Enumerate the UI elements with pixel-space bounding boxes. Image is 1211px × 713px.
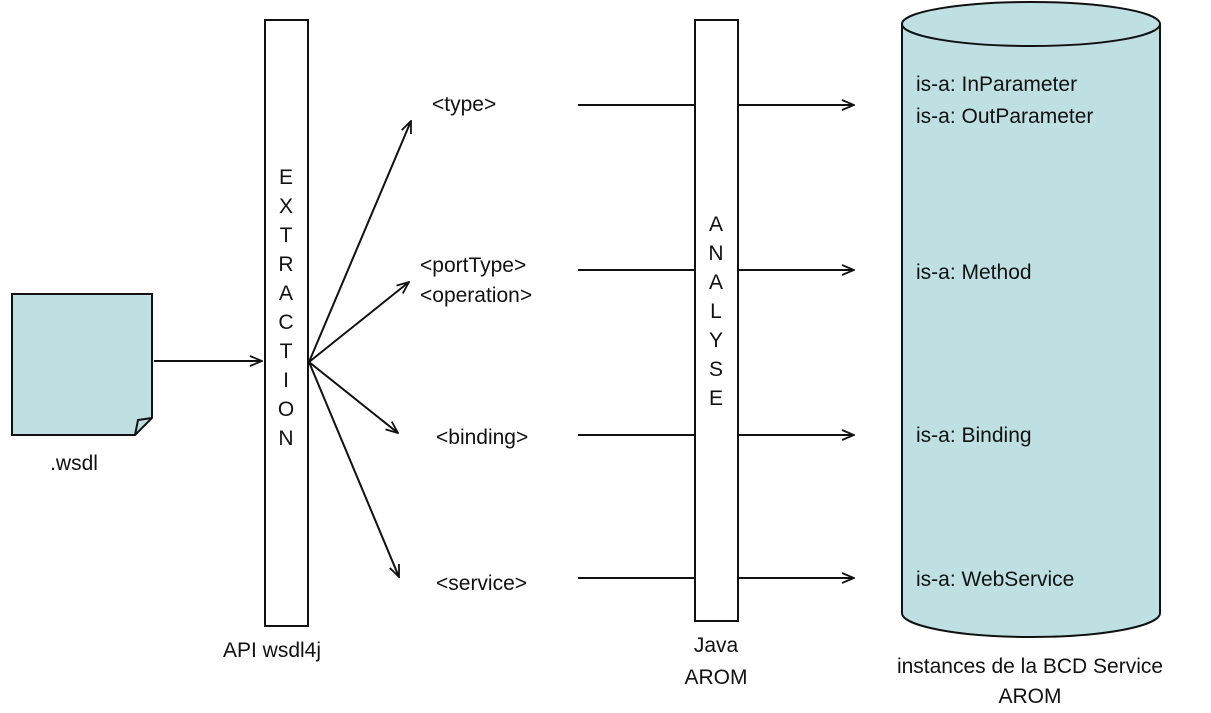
analyse-caption-line2: AROM — [684, 666, 748, 689]
element-type-label: <type> — [432, 93, 497, 116]
arrow-to-service — [308, 361, 400, 577]
analyse-letter: A — [708, 271, 724, 294]
entry-web-service: is-a: WebService — [916, 568, 1075, 591]
analyse-bar — [694, 19, 739, 622]
wsdl-document-shape — [11, 293, 153, 436]
extraction-letter: T — [279, 340, 293, 363]
extraction-bar — [264, 19, 309, 627]
analyse-letter: N — [708, 242, 724, 265]
database-entry-group-params: is-a: InParameter is-a: OutParameter — [916, 69, 1093, 133]
database-cylinder-body — [901, 24, 1161, 638]
element-binding-label: <binding> — [436, 426, 529, 449]
wsdl-document-fold — [134, 417, 153, 436]
extraction-letter: I — [283, 369, 289, 392]
element-operation-label: <operation> — [420, 284, 533, 307]
analyse-letter: A — [708, 213, 724, 236]
entry-in-parameter: is-a: InParameter — [916, 73, 1078, 96]
database-caption-line2: AROM — [998, 685, 1062, 708]
analyse-caption-line1: Java — [693, 634, 739, 657]
entry-binding: is-a: Binding — [916, 424, 1032, 447]
wsdl-file-label: .wsdl — [50, 452, 98, 475]
extraction-letter: E — [278, 166, 293, 189]
database-caption-line1: instances de la BCD Service — [896, 655, 1164, 678]
element-porttype-label: <portType> — [420, 254, 527, 277]
database-cylinder-top — [901, 1, 1161, 47]
arrow-to-binding — [308, 361, 398, 433]
extraction-letter: X — [278, 195, 293, 218]
extraction-letter: N — [278, 427, 294, 450]
element-service-label: <service> — [436, 572, 528, 595]
analyse-letter: L — [710, 300, 722, 323]
analyse-letter: E — [708, 387, 724, 410]
entry-out-parameter: is-a: OutParameter — [916, 105, 1094, 128]
arrow-to-type — [308, 121, 412, 363]
arrow-to-porttype — [308, 282, 409, 363]
analyse-letter: S — [708, 358, 724, 381]
extraction-letter: A — [278, 282, 293, 305]
extraction-letter: R — [278, 253, 294, 276]
extraction-letter: C — [278, 311, 294, 334]
extraction-letter: T — [279, 224, 293, 247]
extraction-letter: O — [277, 398, 295, 421]
entry-method: is-a: Method — [916, 261, 1032, 284]
analyse-letter: Y — [708, 329, 724, 352]
extraction-caption: API wsdl4j — [222, 639, 322, 662]
